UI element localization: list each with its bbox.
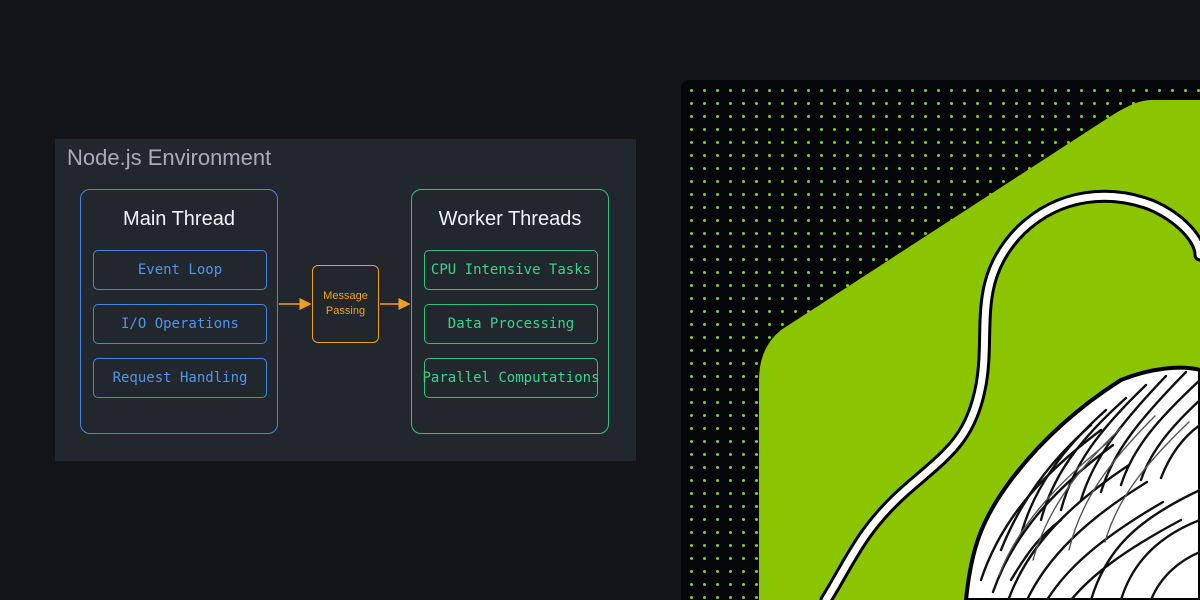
main-thread-group: Main Thread Event Loop I/O Operations Re… xyxy=(80,189,278,434)
diagram-panel: Node.js Environment Main Thread Event Lo… xyxy=(55,139,636,461)
message-passing-label: Message Passing xyxy=(323,290,368,317)
yarn-ball xyxy=(963,365,1200,600)
cpu-intensive-tasks-box: CPU Intensive Tasks xyxy=(424,250,598,290)
message-passing-box: Message Passing xyxy=(312,265,379,343)
request-handling-box: Request Handling xyxy=(93,358,267,398)
illustration-svg xyxy=(759,100,1200,600)
yarn-ball-illustration xyxy=(681,80,1200,600)
diagram-title: Node.js Environment xyxy=(67,145,272,170)
main-thread-title: Main Thread xyxy=(123,208,235,230)
worker-threads-title: Worker Threads xyxy=(438,208,582,230)
data-processing-box: Data Processing xyxy=(424,304,598,344)
parallel-computations-box: Parallel Computations xyxy=(423,358,600,398)
event-loop-box: Event Loop xyxy=(93,250,267,290)
worker-threads-group: Worker Threads CPU Intensive Tasks Data … xyxy=(411,189,609,434)
arrows-layer xyxy=(279,298,411,310)
io-operations-box: I/O Operations xyxy=(93,304,267,344)
